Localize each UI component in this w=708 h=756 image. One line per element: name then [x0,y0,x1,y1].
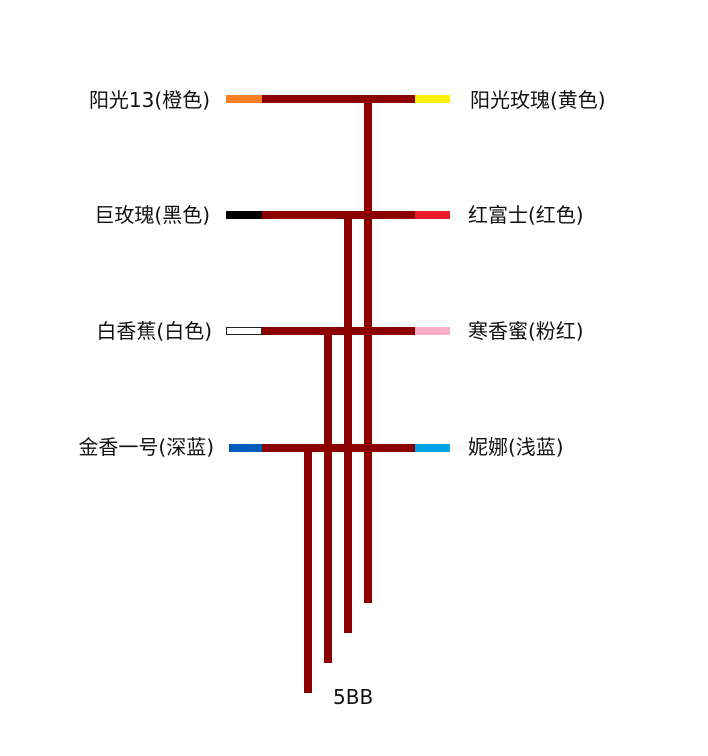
color-stub-left-row-1 [226,95,262,103]
horizontal-bar-row-4 [262,444,415,452]
label-right-row-2: 红富士(红色) [468,203,584,227]
color-stub-left-row-3 [226,327,262,335]
color-stub-right-row-1 [415,95,450,103]
label-right-row-4: 妮娜(浅蓝) [468,435,564,459]
label-left-row-3: 白香蕉(白色) [96,319,212,343]
label-left-row-4: 金香一号(深蓝) [78,435,214,459]
label-left-row-2: 巨玫瑰(黑色) [94,203,210,227]
color-stub-left-row-2 [226,211,262,219]
label-left-row-1: 阳光13(橙色) [88,88,210,112]
horizontal-bar-row-1 [262,95,415,103]
color-stub-right-row-3 [415,327,450,335]
horizontal-bar-row-2 [262,211,415,219]
vertical-connector-4 [304,448,312,693]
label-right-row-1: 阳光玫瑰(黄色) [470,88,606,112]
vertical-connector-2 [344,215,352,633]
color-stub-right-row-4 [415,444,450,452]
rootstock-label: 5BB [333,685,374,709]
color-stub-right-row-2 [415,211,450,219]
vertical-connector-3 [324,331,332,663]
label-right-row-3: 寒香蜜(粉红) [468,319,584,343]
color-stub-left-row-4 [229,444,262,452]
vertical-connector-1 [364,99,372,603]
horizontal-bar-row-3 [262,327,415,335]
